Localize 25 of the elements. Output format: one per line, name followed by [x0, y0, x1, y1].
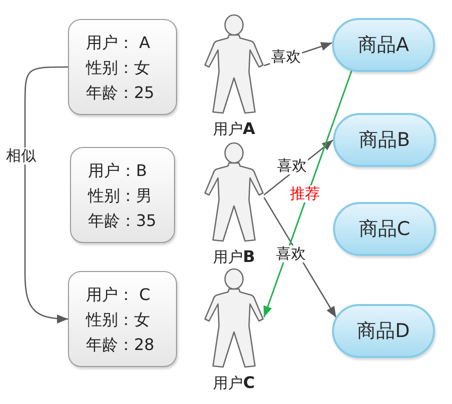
profile-card — [70, 147, 175, 243]
edge-label: 喜欢 — [270, 48, 302, 66]
product-pill: 商品B — [333, 113, 436, 167]
profile-field: 用户：B — [88, 158, 174, 183]
profile-field: 用户： A — [86, 30, 176, 55]
edge-label: 相似 — [5, 148, 37, 164]
profile-field: 性别：女 — [86, 307, 176, 332]
person-label: 用户C — [212, 374, 256, 392]
product-pill: 商品C — [333, 202, 436, 256]
edge-label: 喜欢 — [276, 158, 308, 174]
profile-card — [68, 271, 177, 367]
profile-field: 年龄：28 — [86, 332, 176, 357]
profile-field: 年龄：35 — [88, 208, 174, 233]
profile-field: 性别：男 — [88, 183, 174, 208]
edge-label: 推荐 — [289, 186, 321, 202]
profile-field: 性别：女 — [86, 55, 176, 80]
edge-label: 喜欢 — [275, 246, 307, 262]
profile-card — [68, 19, 177, 115]
person-label: 用户A — [212, 120, 256, 138]
product-pill: 商品D — [332, 304, 435, 358]
curved-arrow — [24, 66, 68, 324]
profile-field: 用户： C — [86, 282, 176, 307]
profile-field: 年龄：25 — [86, 80, 176, 105]
person-label: 用户B — [212, 248, 256, 266]
product-pill: 商品A — [332, 18, 435, 72]
